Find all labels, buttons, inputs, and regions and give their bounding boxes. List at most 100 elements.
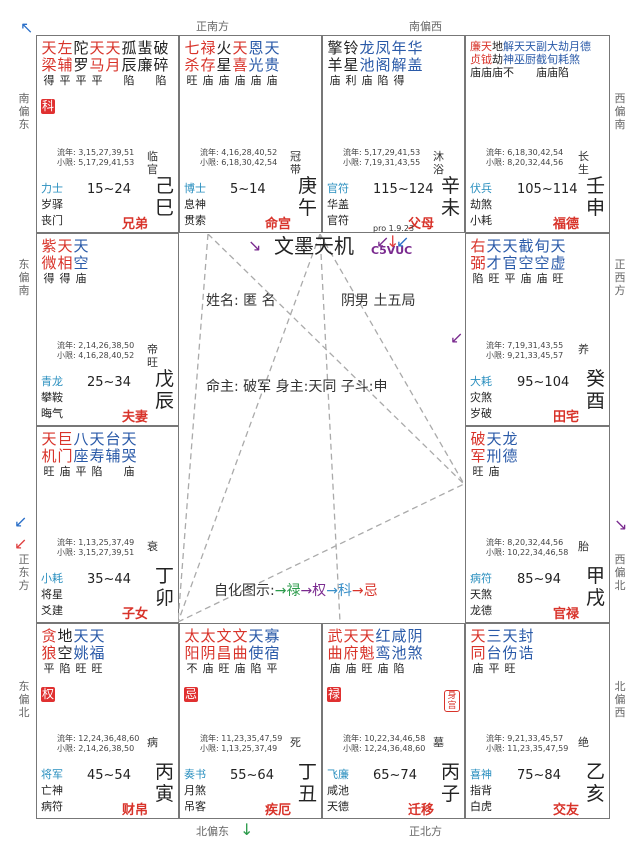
palace-name: 迁移	[407, 803, 434, 818]
changsheng-stage-1: 沐	[433, 150, 444, 163]
jiangqian-star: 丧门	[41, 214, 63, 227]
palace-name: 财帛	[121, 803, 148, 818]
star: 八座平	[73, 430, 89, 479]
xiaoxian-line: 小限: 1,13,25,37,49	[200, 744, 278, 753]
suiqian-star: 将星	[41, 588, 63, 601]
xiaoxian-line: 小限: 5,17,29,41,53	[57, 158, 135, 167]
suiqian-star: 咸池	[327, 784, 349, 797]
star: 天虚旺	[550, 237, 566, 286]
suiqian-star: 岁驿	[41, 198, 63, 211]
palace-name: 子女	[121, 607, 148, 622]
star: 天月	[105, 39, 121, 74]
jiangqian-star: 贯索	[184, 214, 206, 227]
direction-top-1: 正南方	[196, 20, 229, 33]
legend-quan: →权	[300, 583, 327, 599]
star: 华盖	[407, 39, 423, 74]
earthly-branch: 戌	[585, 587, 605, 609]
daxian-range: 45~54	[87, 768, 131, 783]
star: 月煞	[569, 40, 580, 66]
star: 蜚廉	[137, 39, 153, 74]
star: 天空庙	[73, 237, 89, 286]
star: 陀罗平	[73, 39, 89, 88]
star-list: 七杀旺禄存庙火星庙天喜庙恩光庙天贵庙	[184, 40, 319, 88]
liunian-line: 流年: 7,19,31,43,55	[486, 341, 564, 350]
direction-right-1: 西偏南	[614, 92, 626, 131]
jiangqian-star: 官符	[327, 214, 349, 227]
jiangqian-star: 爻建	[41, 604, 63, 617]
changsheng-stage-1: 墓	[433, 736, 444, 749]
daxian-range: 105~114	[517, 182, 578, 197]
star: 文昌旺	[216, 627, 232, 676]
star: 天厨	[525, 40, 536, 66]
star: 大旬庙	[547, 40, 558, 79]
star: 凤阁陷	[375, 39, 391, 88]
liunian-line: 流年: 2,14,26,38,50	[57, 341, 135, 350]
direction-left-2: 东偏南	[18, 258, 30, 297]
suiqian-star: 亡神	[41, 784, 63, 797]
star: 天梁得	[41, 39, 57, 88]
changsheng-god: 大耗	[470, 375, 492, 388]
star-list: 贪狼平地空陷天姚旺天福旺	[41, 628, 176, 676]
palace-cell-si[interactable]: 天梁得左辅平陀罗平天马平天月孤辰陷蜚廉破碎陷科流年: 3,15,27,39,51…	[36, 35, 179, 233]
direction-right-4: 北偏西	[614, 680, 626, 719]
daxian-range: 5~14	[230, 182, 266, 197]
changsheng-god: 飞廉	[327, 768, 349, 781]
changsheng-stage-1: 养	[578, 343, 589, 356]
palace-name: 命宫	[264, 217, 291, 232]
star-list: 紫微得天相得天空庙	[41, 238, 176, 286]
star: 太阴庙	[200, 627, 216, 676]
changsheng-god: 官符	[327, 182, 349, 195]
suiqian-star: 劫煞	[470, 198, 492, 211]
changsheng-god: 将军	[41, 768, 63, 781]
daxian-range: 75~84	[517, 768, 561, 783]
xiaoxian-line: 小限: 10,22,34,46,58	[486, 548, 569, 557]
star: 天姚旺	[73, 627, 89, 676]
star: 天钺庙	[481, 40, 492, 79]
star: 咸池陷	[391, 627, 407, 676]
palace-name: 父母	[407, 217, 434, 232]
star: 天相得	[57, 237, 73, 286]
changsheng-stage-1: 胎	[578, 540, 589, 553]
star-list: 天梁得左辅平陀罗平天马平天月孤辰陷蜚廉破碎陷	[41, 40, 176, 88]
star: 旬空庙	[534, 237, 550, 286]
palace-cell-shen[interactable]: 廉贞庙天钺庙地劫庙解神不天巫天厨副截庙大旬庙劫耗陷月煞德流年: 6,18,30,…	[465, 35, 610, 233]
earthly-branch: 丑	[297, 783, 317, 805]
liunian-line: 流年: 9,21,33,45,57	[486, 734, 564, 743]
daxian-range: 55~64	[230, 768, 274, 783]
arrow-b-icon: ↓	[386, 232, 400, 251]
heavenly-stem: 戊	[154, 368, 174, 390]
star: 孤辰陷	[121, 39, 137, 88]
legend-ji: →忌	[351, 583, 378, 599]
jiangqian-star: 病符	[41, 800, 63, 813]
legend-ke: →科	[326, 583, 352, 599]
arrow-a-icon: ↙	[376, 232, 390, 251]
earthly-branch: 巳	[154, 197, 174, 219]
star: 红鸾庙	[375, 627, 391, 676]
star: 副截庙	[536, 40, 547, 79]
changsheng-god: 喜神	[470, 768, 492, 781]
changsheng-god: 博士	[184, 182, 206, 195]
liunian-line: 流年: 6,18,30,42,54	[486, 148, 564, 157]
daxian-range: 15~24	[87, 182, 131, 197]
direction-bottom-1: 北偏东	[196, 825, 229, 838]
star: 左辅平	[57, 39, 73, 88]
suiqian-star: 月煞	[184, 784, 206, 797]
star-list: 天同庙三台平天伤旺封诰	[470, 628, 607, 676]
heavenly-stem: 壬	[585, 175, 605, 197]
arrow-down-icon: ↓	[240, 820, 254, 839]
star: 破军旺	[470, 430, 486, 479]
star: 阴煞	[407, 627, 423, 662]
jiangqian-star: 岁破	[470, 407, 492, 420]
changsheng-stage-1: 临	[147, 150, 158, 163]
changsheng-god: 病符	[470, 572, 492, 585]
